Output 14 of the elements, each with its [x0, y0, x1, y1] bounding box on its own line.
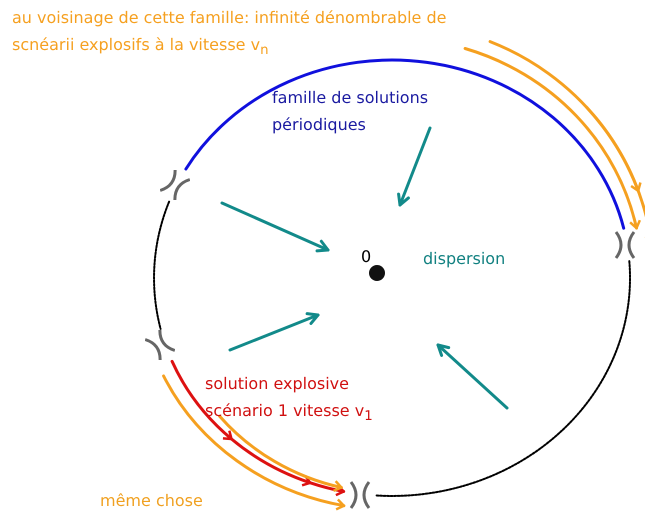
saddle-point-mark: [145, 330, 175, 360]
annotation-text: au voisinage de cette famille: infinité dénombrable de scnéarii explosifs à la vitesse v$_{n}$: [12, 4, 464, 64]
curved-arrow: [162, 374, 346, 510]
dotted-arc: [153, 200, 170, 330]
annotation-text: dispersion: [423, 248, 506, 270]
origin-label: 0: [361, 246, 372, 268]
curved-arrow: [464, 47, 641, 230]
saddle-point-mark: [160, 170, 190, 200]
annotation-text: solution explosive scénario 1 vitesse v$_{1}$: [205, 373, 374, 426]
annotation-text: famille de solutions périodiques: [272, 87, 430, 136]
curved-arrow: [170, 360, 346, 496]
dotted-arc: [376, 260, 631, 497]
origin-dot: [369, 265, 385, 281]
annotation-text: même chose: [100, 490, 203, 512]
